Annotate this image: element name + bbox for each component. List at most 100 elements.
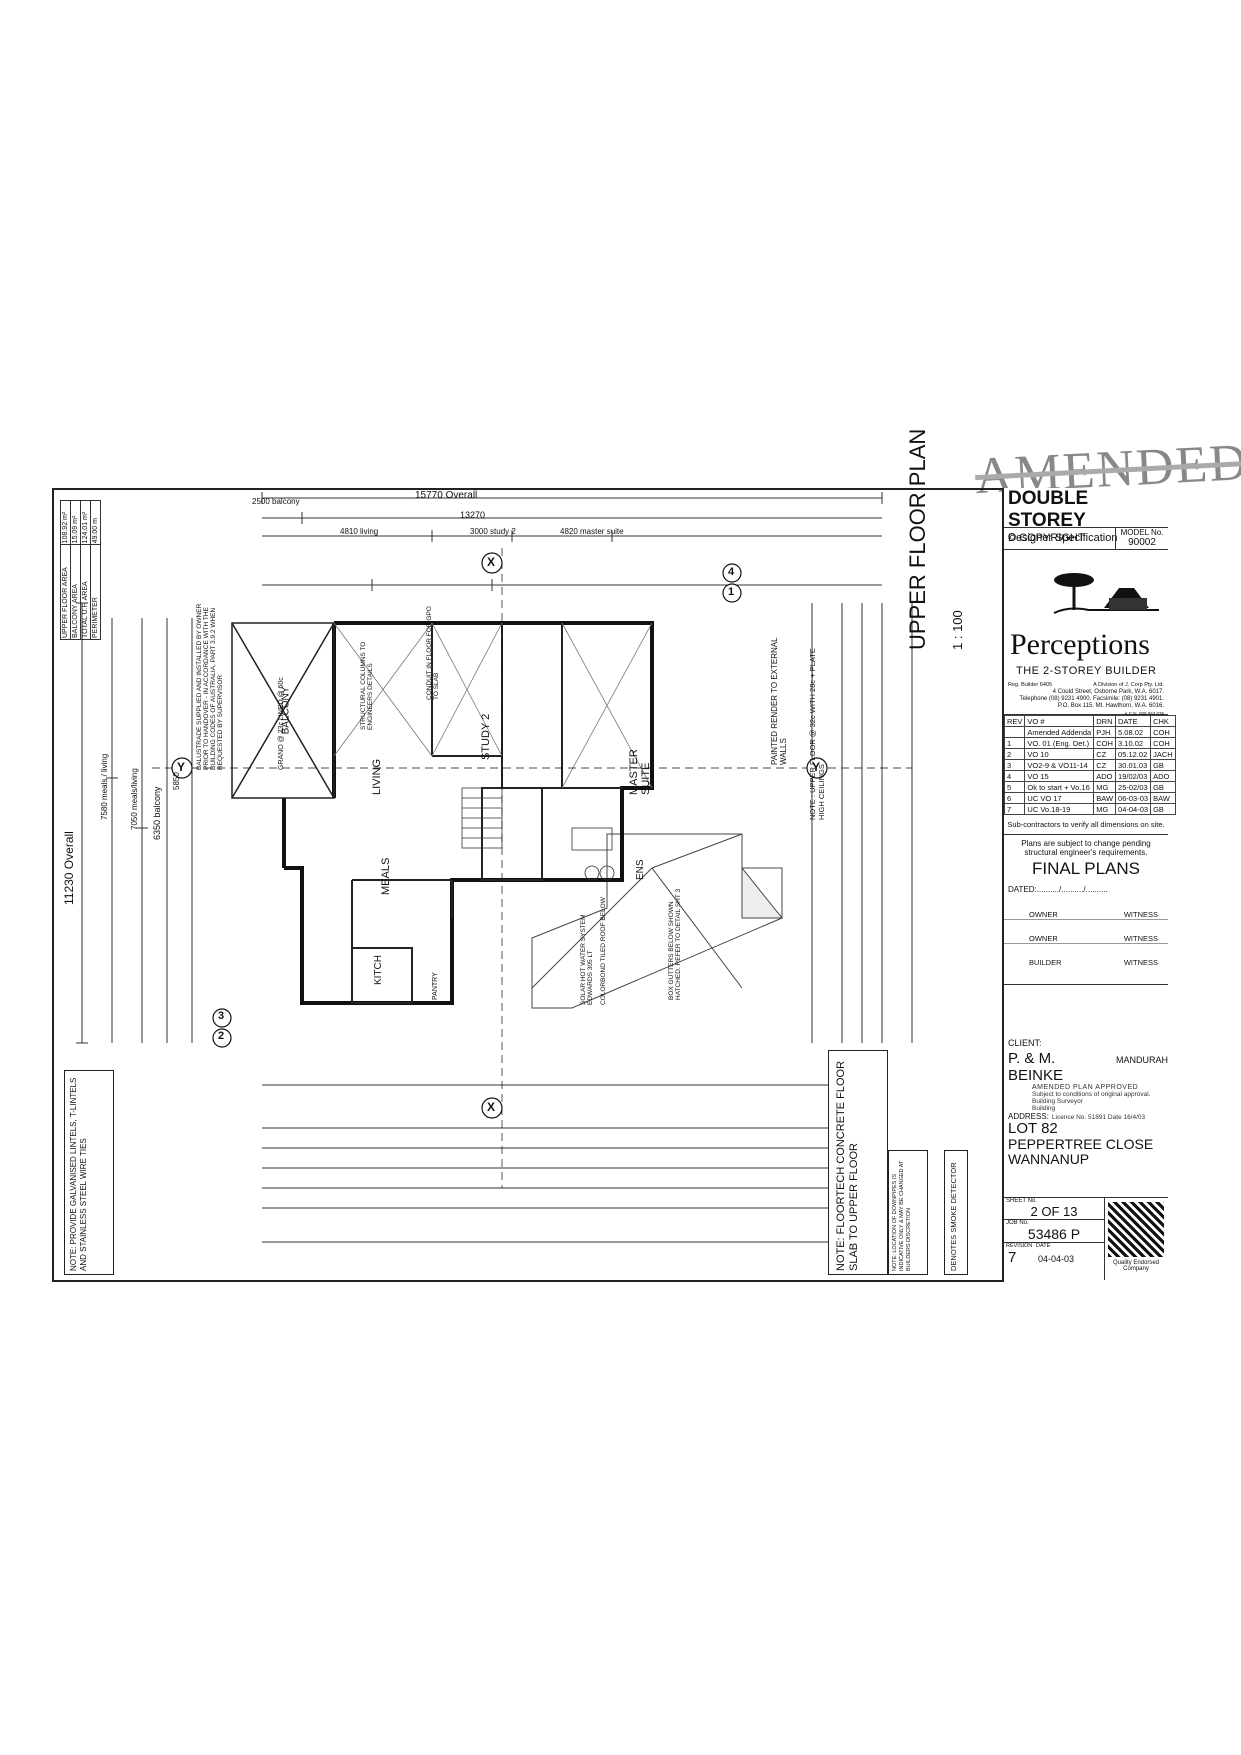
colorbond-note: COLORBOND TILED ROOF BELOW [600, 897, 607, 1005]
revision-date: 04-04-03 [1038, 1254, 1075, 1264]
plans-note-1: Plans are subject to change pending [1021, 839, 1151, 848]
rev-cell: 4 [1003, 770, 1026, 782]
witness-label-1: WITNESS [1123, 910, 1158, 919]
rev-cell: JACH [1150, 748, 1176, 760]
witness-label-2: WITNESS [1123, 934, 1158, 943]
sheet-job-cell: SHEET No. 2 OF 13 JOB No. 53486 P REVISI… [1004, 1198, 1105, 1280]
area-label-total: TOTAL U.F. AREA [80, 544, 91, 640]
rev-cell: 5.08.02 [1115, 726, 1152, 738]
dim-6350: 6350 balcony [152, 786, 162, 840]
owner-label-1: OWNER [1029, 910, 1058, 919]
rev-cell: ADO [1150, 770, 1176, 782]
client-line: P. & M. BEINKE MANDURAH [1004, 1050, 1168, 1084]
approval-stamp-1: AMENDED PLAN APPROVED [1032, 1084, 1139, 1091]
rev-cell: ADO [1093, 770, 1117, 782]
balcony-finish-note: GRANO @ 23c LINED @ 60c [278, 677, 285, 770]
area-label-balcony: BALCONY AREA [70, 544, 81, 640]
room-master-suite: MASTER SUITE [628, 749, 652, 795]
section-x-marker-top: X [487, 555, 496, 569]
elevation-4-marker: 4 [728, 566, 735, 578]
sheet-number: 2 OF 13 [1004, 1204, 1104, 1220]
owner-witness-row-1: OWNER WITNESS [1004, 900, 1168, 920]
section-y-marker-right: Y [812, 760, 821, 774]
copyright: © COPYRIGHT [1008, 532, 1085, 544]
floortech-note-box: NOTE: FLOORTECH CONCRETE FLOOR SLAB TO U… [828, 1050, 888, 1275]
rev-cell: COH [1150, 726, 1176, 738]
rev-cell: Ok to start + Vo.16 [1024, 781, 1095, 793]
rev-cell: Amended Addenda [1024, 726, 1095, 738]
floor-plan-drawing [76, 492, 913, 1243]
room-meals: MEALS [380, 857, 392, 895]
box-gutters-note: BOX GUTTERS BELOW SHOWN HATCHED. REFER T… [668, 888, 682, 1000]
brand-row: Perceptions THE 2-STOREY BUILDER Reg. Bu… [1004, 550, 1168, 717]
rev-cell: VO. 01 (Eng. Det.) [1024, 737, 1095, 749]
revision-date-labels: REVISION DATE [1004, 1243, 1104, 1249]
rev-cell: BAW [1150, 792, 1176, 804]
dim-5850: 5850 [172, 772, 181, 790]
area-value-total: 124.01 m² [80, 500, 91, 545]
rev-cell: 6 [1003, 792, 1026, 804]
address-line: ADDRESS: Licence No. 51891 Date 16/4/03 [1004, 1112, 1168, 1121]
quality-logo-icon [1108, 1202, 1164, 1257]
lintels-note: NOTE: PROVIDE GALVANISED LINTELS, T-LINT… [69, 1077, 88, 1271]
subcontractors-note: Sub-contractors to verify all dimensions… [1004, 815, 1168, 835]
plans-note-2: structural engineer's requirements. [1024, 848, 1148, 857]
rev-cell: 19/02/03 [1115, 770, 1152, 782]
dim-3000: 3000 study 2 [470, 527, 516, 536]
solar-note: SOLAR HOT WATER SYSTEM EDWARDS 305 LT [580, 914, 594, 1005]
address-label: ADDRESS: [1008, 1112, 1049, 1121]
title-heading-row: DOUBLE STOREY Designer Specification [1004, 488, 1168, 544]
elevation-2-marker: 2 [218, 1030, 225, 1042]
rev-cell: UC Vo.18-19 [1024, 803, 1095, 815]
room-ensuite: ENS [635, 859, 646, 880]
date-label: DATE [1036, 1243, 1051, 1249]
room-kitchen: KITCH [373, 955, 384, 985]
brand-name: Perceptions [1010, 628, 1150, 661]
brand-tagline: THE 2-STOREY BUILDER [1016, 665, 1157, 677]
title-heading: DOUBLE STOREY [1008, 488, 1089, 531]
conduit-note: CONDUIT IN FLOOR FOR GPO TO SLAB [426, 606, 440, 700]
rev-cell: MG [1093, 781, 1117, 793]
title-block: DOUBLE STOREY Designer Specification © C… [1002, 488, 1176, 1282]
area-value-upper: 108.92 m² [60, 500, 71, 545]
revision-date-values: 7 04-04-03 [1004, 1249, 1104, 1266]
model-label: MODEL No. [1120, 528, 1164, 537]
witness-label-3: WITNESS [1123, 958, 1158, 967]
plan-scale: 1 : 100 [950, 610, 965, 650]
room-study-2: STUDY 2 [480, 713, 492, 760]
rev-header-drn: DRN [1093, 715, 1117, 727]
rev-header-vo: VO # [1024, 715, 1095, 727]
rev-cell [1003, 726, 1026, 738]
area-label-perimeter: PERIMETER [90, 544, 101, 640]
rev-cell: BAW [1093, 792, 1117, 804]
dim-4820: 4820 master suite [560, 527, 624, 536]
address-line-1: 4 Could Street, Osborne Park, W.A. 6017. [1052, 689, 1164, 695]
room-pantry: PANTRY [432, 972, 439, 1000]
rev-cell: 05.12.02 [1115, 748, 1152, 760]
rev-cell: VO 10 [1024, 748, 1095, 760]
revision-number: 7 [1008, 1249, 1017, 1266]
sheet-info-row: SHEET No. 2 OF 13 JOB No. 53486 P REVISI… [1004, 1198, 1168, 1280]
model-cell: MODEL No. 90002 [1115, 528, 1168, 549]
final-plans-label: FINAL PLANS [1031, 859, 1141, 878]
address-line-2: Telephone (08) 9231 4900. Facsimile: (08… [1019, 696, 1164, 702]
rev-cell: COH [1150, 737, 1176, 749]
rev-cell: VO2-9 & VO11-14 [1024, 759, 1095, 771]
room-living: LIVING [371, 758, 383, 795]
rev-cell: MG [1093, 803, 1117, 815]
brand-address: 4 Could Street, Osborne Park, W.A. 6017.… [1008, 689, 1164, 717]
rev-cell: GB [1150, 803, 1176, 815]
approval-city: MANDURAH [1115, 1055, 1168, 1065]
balustrade-note: BALUSTRADE SUPPLIED AND INSTALLED BY OWN… [196, 603, 224, 770]
rev-cell: 30.01.03 [1115, 759, 1152, 771]
structural-columns-note: STRUCTURAL COLUMNS TO ENGINEERS DETAILS [360, 641, 374, 730]
rev-cell: 06-03-03 [1115, 792, 1152, 804]
area-value-balcony: 15.09 m² [70, 500, 81, 545]
